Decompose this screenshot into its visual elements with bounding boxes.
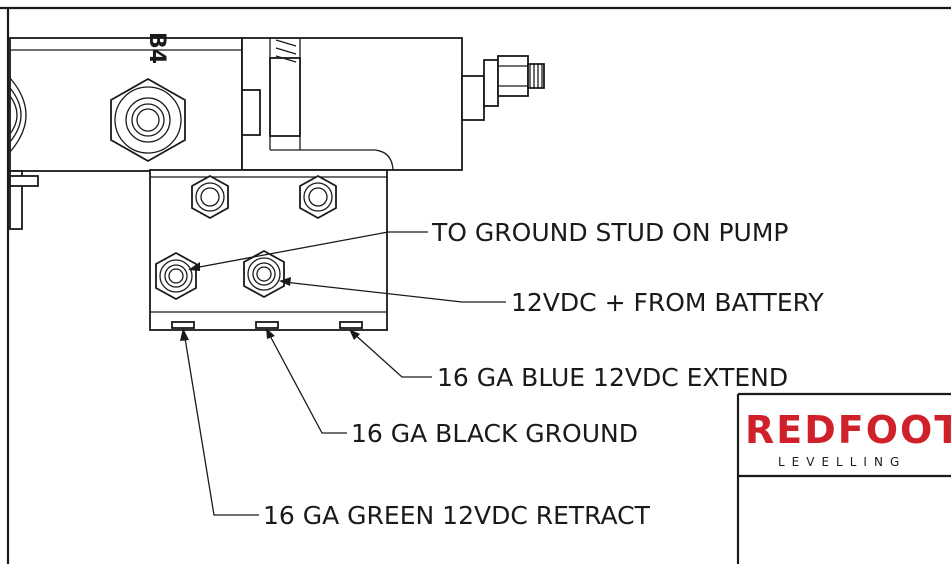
solenoid-coil (241, 37, 545, 171)
callout-ground-stud: TO GROUND STUD ON PUMP (431, 218, 789, 247)
callout-black-wire: 16 GA BLACK GROUND (351, 419, 638, 448)
callout-battery: 12VDC + FROM BATTERY (511, 288, 824, 317)
port-fitting-b4 (110, 77, 186, 163)
drawing-frame (0, 6, 951, 564)
valve-manifold: B4 (9, 32, 243, 230)
mounting-plate (149, 169, 388, 331)
callout-green-wire: 16 GA GREEN 12VDC RETRACT (263, 501, 651, 530)
callout-blue-wire: 16 GA BLUE 12VDC EXTEND (437, 363, 788, 392)
ground-stud-terminal (155, 251, 197, 301)
logo-tagline: LEVELLING (778, 455, 906, 469)
positive-stud-terminal (243, 249, 285, 299)
upper-bolt-left (191, 174, 229, 220)
logo-name: REDFOOT (745, 408, 951, 452)
upper-bolt-right (299, 174, 337, 220)
leader-lines (180, 231, 506, 516)
title-block: REDFOOT LEVELLING (736, 392, 951, 564)
port-label: B4 (144, 32, 169, 64)
